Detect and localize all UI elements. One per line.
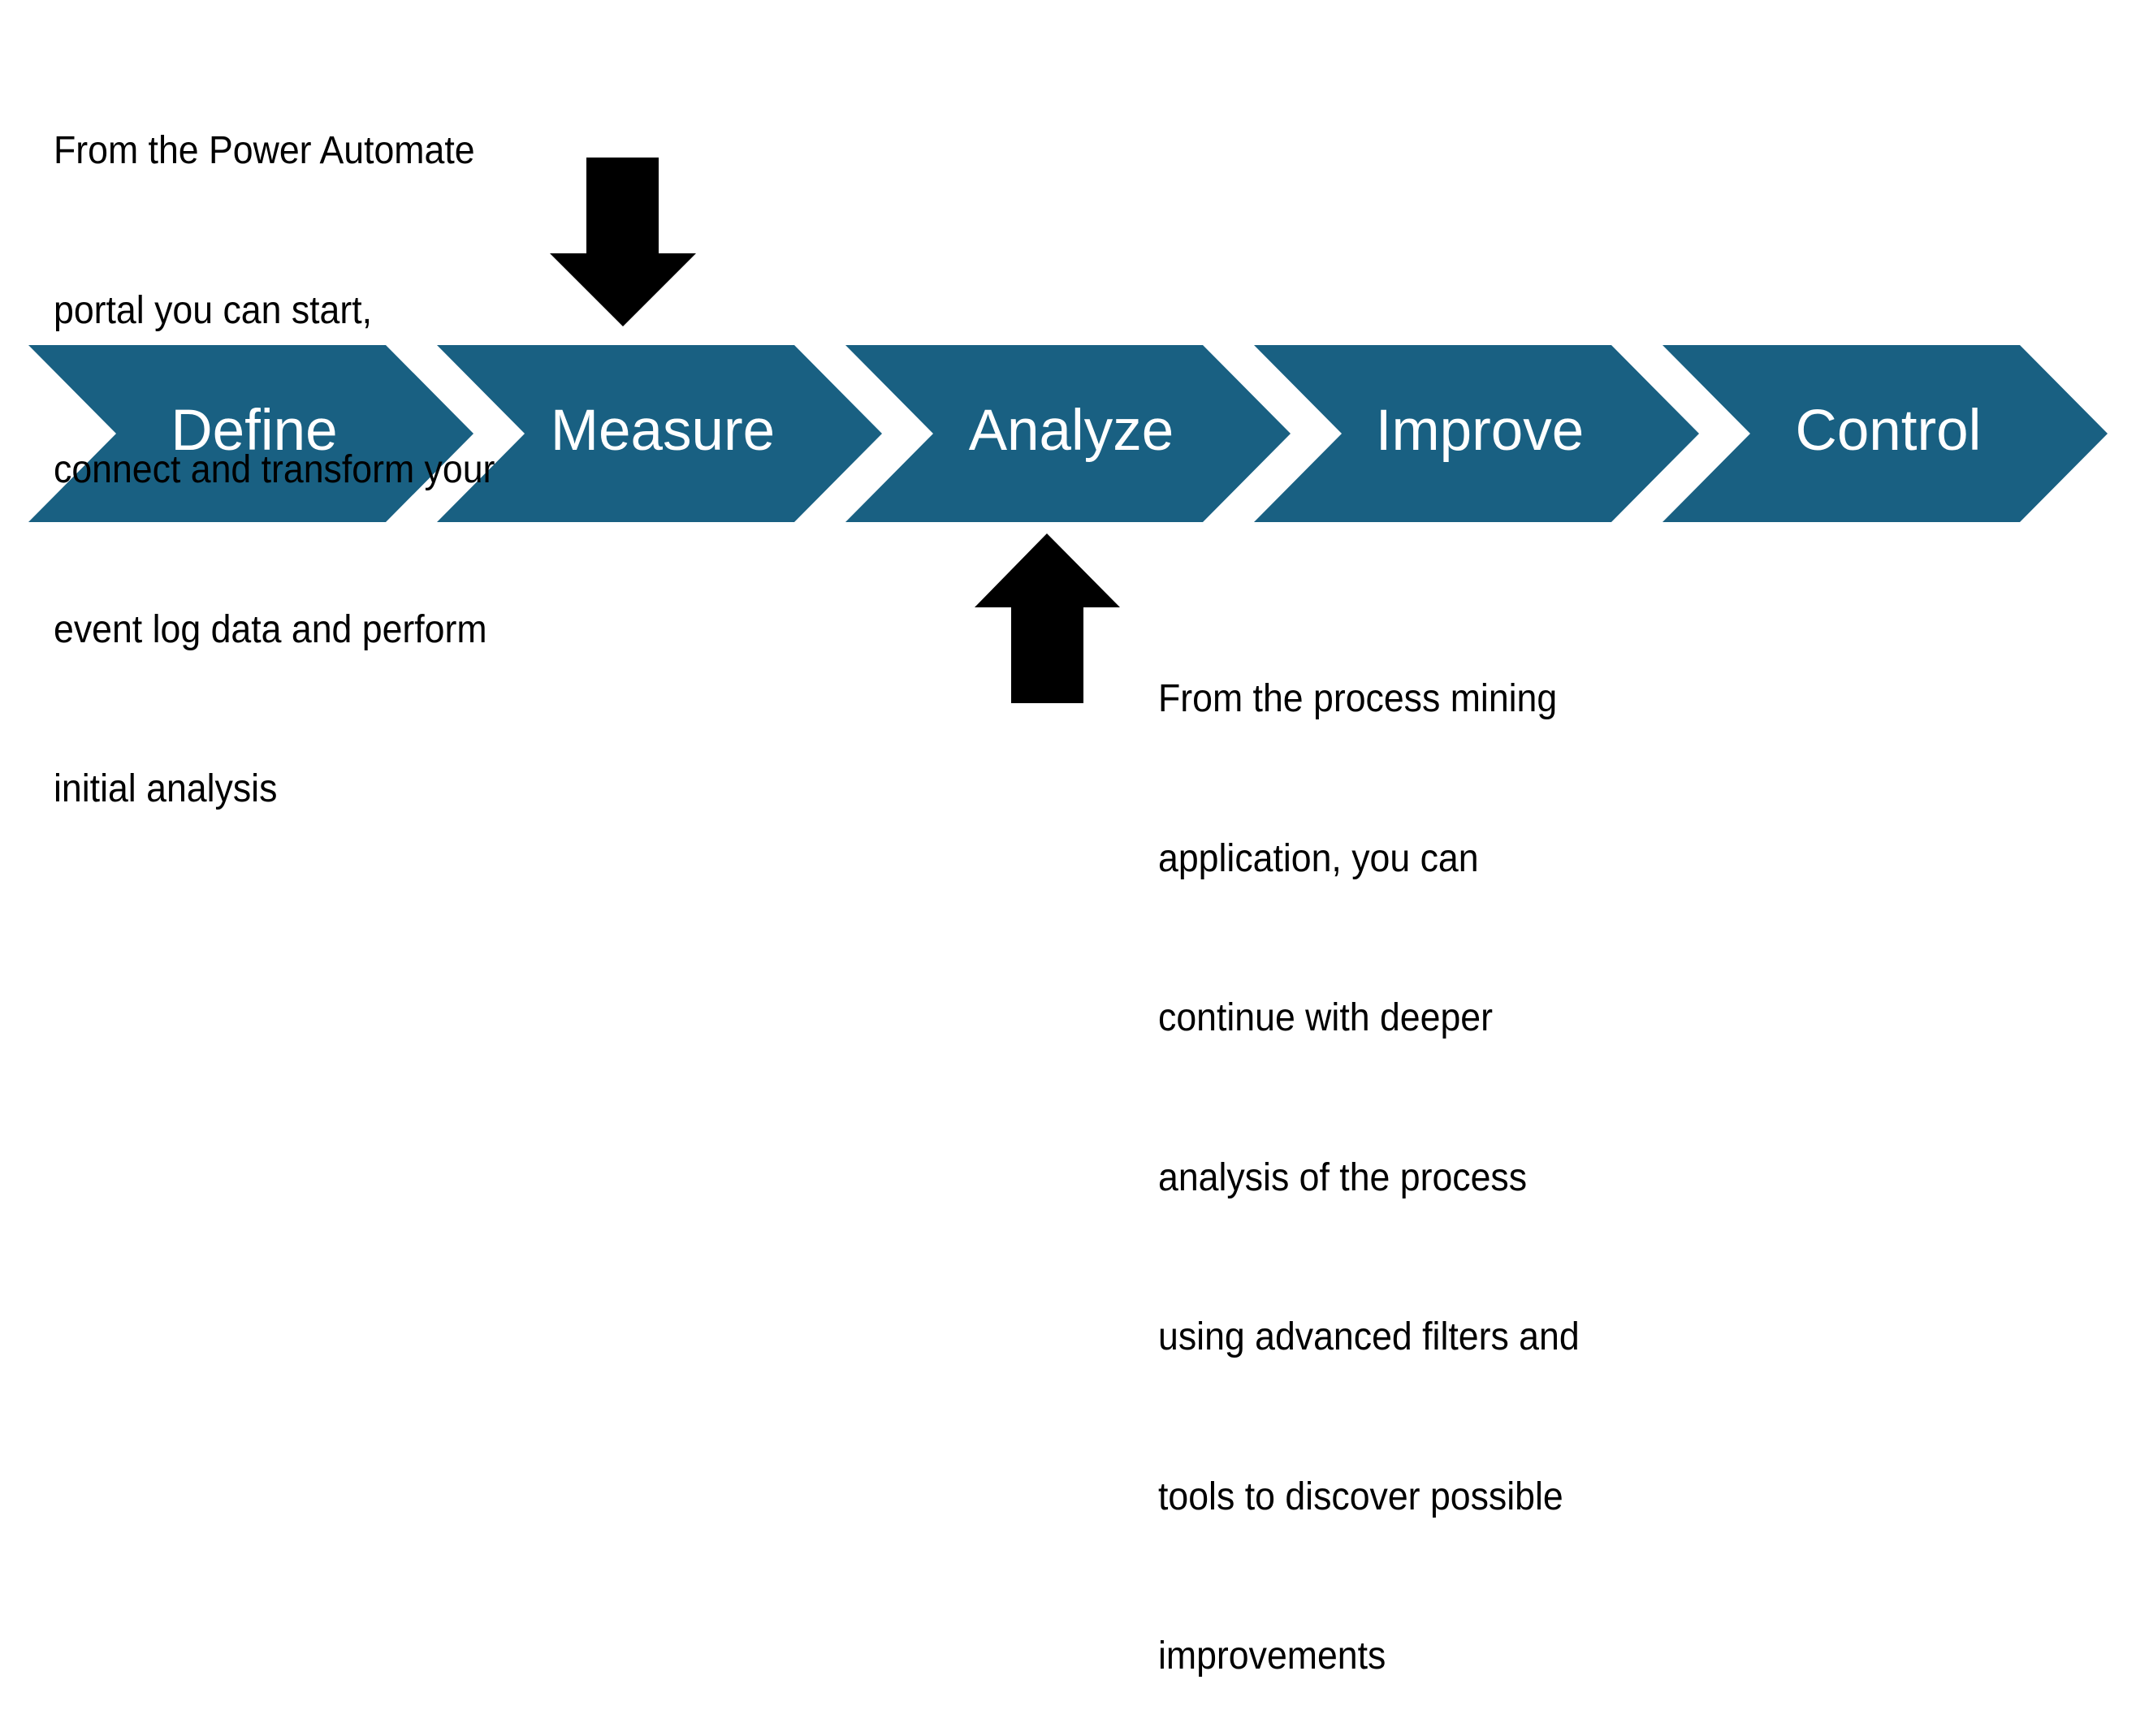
callout-line: continue with deeper xyxy=(1158,996,1493,1039)
dmaic-process-diagram: Define Measure Analyze Improve Control xyxy=(28,158,2108,703)
stage-chevron xyxy=(845,345,1291,522)
callout-line: analysis of the process xyxy=(1158,1155,1528,1199)
stage-chevrons: Define Measure Analyze Improve Control xyxy=(28,345,2108,522)
callout-line: From the Power Automate xyxy=(54,129,475,172)
callout-line: using advanced filters and xyxy=(1158,1315,1580,1358)
callout-line: From the process mining xyxy=(1158,677,1558,720)
stage-chevron xyxy=(1254,345,1699,522)
callout-line: connect and transform your xyxy=(54,448,495,491)
stage-chevron xyxy=(437,345,882,522)
stage-chevron xyxy=(1663,345,2108,522)
measure-callout-text: From the Power Automate portal you can s… xyxy=(54,18,495,869)
callout-line: portal you can start, xyxy=(54,288,373,332)
stage-label: Define xyxy=(171,399,337,463)
up-arrow-icon xyxy=(975,533,1120,703)
stage-analyze: Analyze xyxy=(845,345,1291,522)
stage-measure: Measure xyxy=(437,345,882,522)
stage-improve: Improve xyxy=(1254,345,1699,522)
stage-label: Improve xyxy=(1376,399,1584,463)
stage-chevron xyxy=(28,345,473,522)
callout-line: initial analysis xyxy=(54,767,278,810)
stage-label: Control xyxy=(1796,399,1982,463)
down-arrow-icon xyxy=(550,158,696,326)
stage-define: Define xyxy=(28,345,473,522)
callout-line: tools to discover possible xyxy=(1158,1475,1563,1518)
callout-line: application, you can xyxy=(1158,836,1479,880)
stage-control: Control xyxy=(1663,345,2108,522)
stage-label: Analyze xyxy=(969,399,1174,463)
stage-label: Measure xyxy=(551,399,775,463)
analyze-callout-text: From the process mining application, you… xyxy=(1158,566,1580,1736)
callout-line: improvements xyxy=(1158,1635,1386,1678)
callout-line: event log data and perform xyxy=(54,607,487,651)
